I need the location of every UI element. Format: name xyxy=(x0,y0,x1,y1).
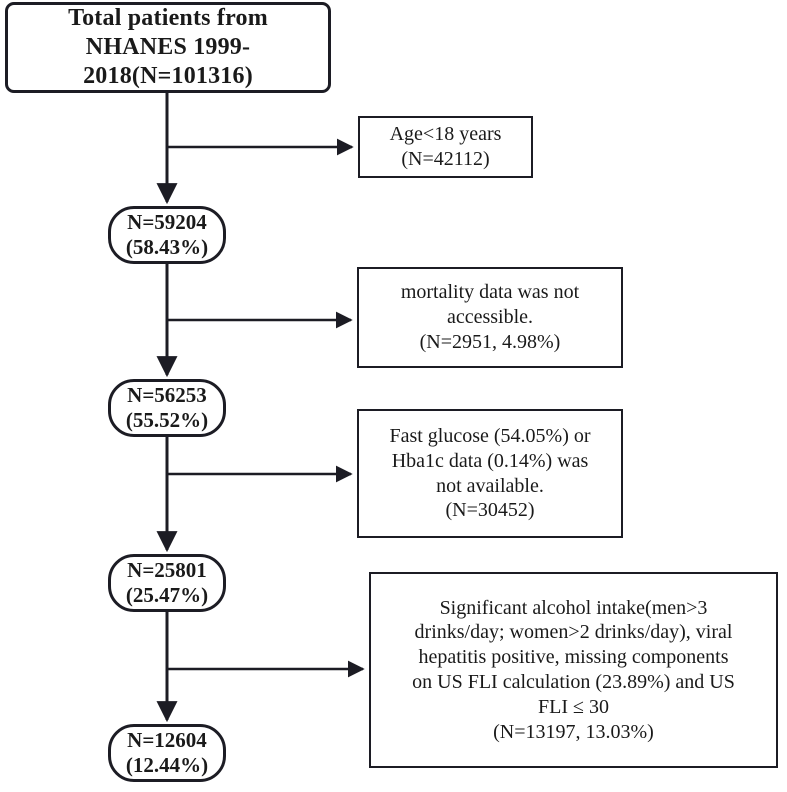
node-exclusion-glucose-line-1: Fast glucose (54.05%) or xyxy=(389,424,591,447)
node-cohort-59204: N=59204 (58.43%) xyxy=(108,206,226,264)
node-cohort-25801: N=25801 (25.47%) xyxy=(108,554,226,612)
node-exclusion-mortality-line-3: (N=2951, 4.98%) xyxy=(419,330,561,353)
node-exclusion-alcohol-line-3: hepatitis positive, missing components xyxy=(418,646,729,669)
node-cohort-56253: N=56253 (55.52%) xyxy=(108,379,226,437)
node-exclusion-alcohol-line-1: Significant alcohol intake(men>3 xyxy=(439,596,708,619)
node-exclusion-mortality: mortality data was not accessible. (N=29… xyxy=(357,267,623,368)
node-total-patients: Total patients from NHANES 1999- 2018(N=… xyxy=(5,2,331,93)
node-exclusion-age-line-1: Age<18 years xyxy=(389,123,502,146)
node-cohort-12604: N=12604 (12.44%) xyxy=(108,724,226,782)
node-total-patients-line-1: Total patients from xyxy=(68,4,268,31)
node-cohort-25801-line-2: (25.47%) xyxy=(125,583,209,607)
node-exclusion-alcohol-line-6: (N=13197, 13.03%) xyxy=(493,720,654,743)
node-cohort-12604-line-1: N=12604 xyxy=(127,728,207,753)
node-exclusion-glucose-line-4: (N=30452) xyxy=(445,499,535,522)
node-cohort-25801-line-1: N=25801 xyxy=(127,558,207,583)
node-exclusion-mortality-line-2: accessible. xyxy=(446,306,534,329)
node-exclusion-age: Age<18 years (N=42112) xyxy=(358,116,533,178)
node-exclusion-alcohol: Significant alcohol intake(men>3 drinks/… xyxy=(369,572,778,768)
node-exclusion-age-line-2: (N=42112) xyxy=(401,148,490,170)
node-total-patients-line-2: NHANES 1999- xyxy=(85,33,251,60)
node-exclusion-mortality-line-1: mortality data was not xyxy=(400,281,580,304)
node-exclusion-alcohol-line-2: drinks/day; women>2 drinks/day), viral xyxy=(414,621,733,644)
node-total-patients-line-3: 2018(N=101316) xyxy=(83,63,253,90)
node-exclusion-glucose-line-2: Hba1c data (0.14%) was xyxy=(391,449,589,472)
node-exclusion-alcohol-line-5: FLI ≤ 30 xyxy=(538,695,609,718)
node-exclusion-glucose: Fast glucose (54.05%) or Hba1c data (0.1… xyxy=(357,409,623,538)
node-exclusion-glucose-line-3: not available. xyxy=(436,474,544,497)
node-cohort-12604-line-2: (12.44%) xyxy=(125,753,209,777)
node-cohort-56253-line-1: N=56253 xyxy=(127,383,207,408)
node-cohort-59204-line-2: (58.43%) xyxy=(125,235,209,259)
node-cohort-59204-line-1: N=59204 xyxy=(127,210,207,235)
node-exclusion-alcohol-line-4: on US FLI calculation (23.89%) and US xyxy=(412,671,735,693)
node-cohort-56253-line-2: (55.52%) xyxy=(125,408,209,432)
